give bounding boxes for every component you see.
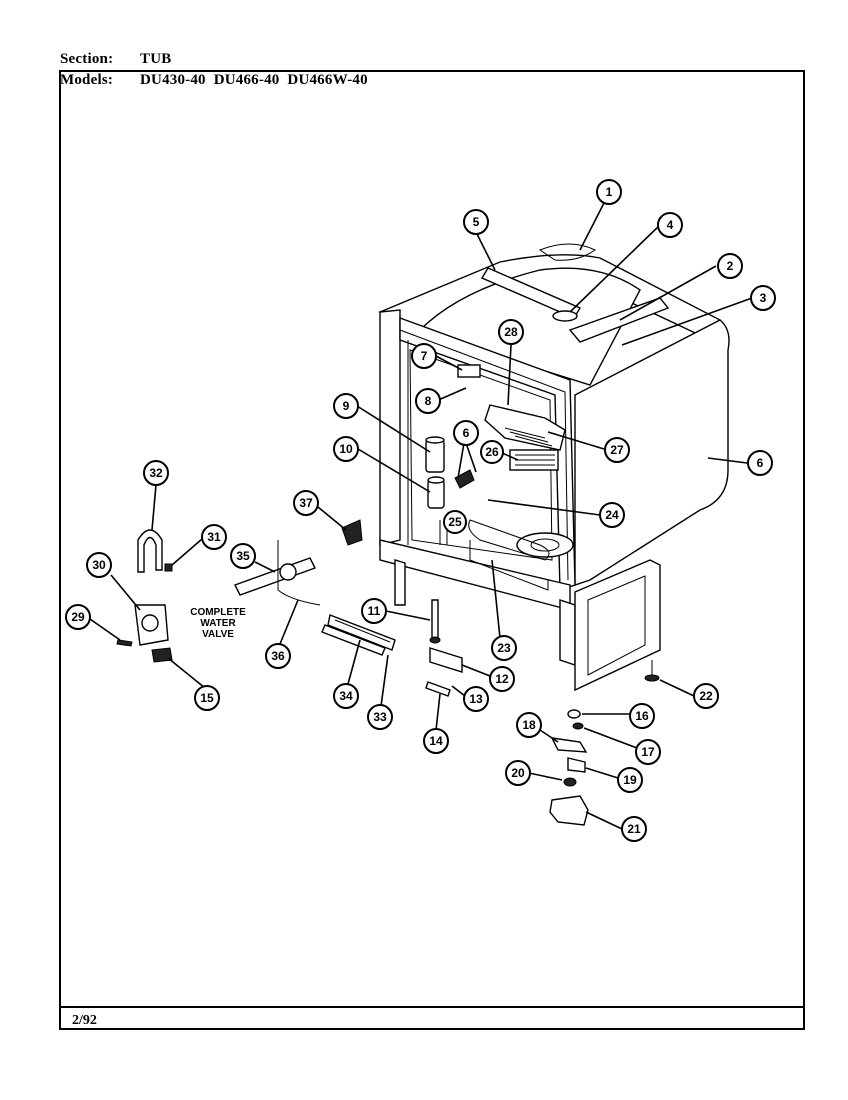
svg-text:23: 23 <box>497 641 511 655</box>
svg-text:3: 3 <box>760 291 767 305</box>
svg-text:33: 33 <box>373 710 387 724</box>
svg-text:37: 37 <box>299 496 313 510</box>
svg-text:5: 5 <box>473 215 480 229</box>
callout-6a: 6 <box>453 420 479 446</box>
callout-20: 20 <box>505 760 531 786</box>
annotation-line-1: COMPLETE <box>190 607 246 618</box>
callout-19: 19 <box>617 767 643 793</box>
callout-4: 4 <box>657 212 683 238</box>
svg-text:4: 4 <box>667 218 674 232</box>
svg-text:10: 10 <box>339 442 353 456</box>
callout-36: 36 <box>265 643 291 669</box>
svg-text:8: 8 <box>425 394 432 408</box>
svg-text:11: 11 <box>368 604 381 618</box>
callout-1: 1 <box>596 179 622 205</box>
svg-text:7: 7 <box>421 349 428 363</box>
callout-3: 3 <box>750 285 776 311</box>
models-header: Models: DU430-40 DU466-40 DU466W-40 <box>60 72 560 92</box>
callout-13: 13 <box>463 686 489 712</box>
svg-text:18: 18 <box>522 718 536 732</box>
svg-text:24: 24 <box>605 508 619 522</box>
svg-text:32: 32 <box>149 466 163 480</box>
callout-8: 8 <box>415 388 441 414</box>
svg-text:28: 28 <box>504 325 518 339</box>
svg-text:16: 16 <box>635 709 649 723</box>
callout-32: 32 <box>143 460 169 486</box>
annotation-line-2: WATER <box>200 618 236 629</box>
callout-25: 25 <box>443 510 467 534</box>
callout-27: 27 <box>604 437 630 463</box>
callout-37: 37 <box>293 490 319 516</box>
callout-6b: 6 <box>747 450 773 476</box>
svg-text:13: 13 <box>469 692 483 706</box>
svg-text:1: 1 <box>606 185 613 199</box>
annotation-line-3: VALVE <box>202 629 234 640</box>
callout-7: 7 <box>411 343 437 369</box>
svg-text:36: 36 <box>271 649 285 663</box>
svg-text:31: 31 <box>207 530 221 544</box>
callout-11: 11 <box>361 598 387 624</box>
revision-date: 2/92 <box>72 1013 97 1028</box>
svg-text:14: 14 <box>429 734 443 748</box>
callout-24: 24 <box>599 502 625 528</box>
footer-divider <box>59 1006 805 1008</box>
callout-35: 35 <box>230 543 256 569</box>
callout-31: 31 <box>201 524 227 550</box>
svg-text:15: 15 <box>200 691 214 705</box>
svg-text:9: 9 <box>343 399 350 413</box>
section-header: Section: TUB <box>60 51 360 71</box>
callout-34: 34 <box>333 683 359 709</box>
leader-lines <box>89 202 753 830</box>
svg-text:2: 2 <box>727 259 734 273</box>
callout-5: 5 <box>463 209 489 235</box>
callout-29: 29 <box>65 604 91 630</box>
svg-text:30: 30 <box>92 558 106 572</box>
svg-text:20: 20 <box>511 766 525 780</box>
models-value: DU430-40 DU466-40 DU466W-40 <box>140 72 368 88</box>
callout-16: 16 <box>629 703 655 729</box>
svg-text:27: 27 <box>610 443 624 457</box>
callout-30: 30 <box>86 552 112 578</box>
callout-26: 26 <box>480 440 504 464</box>
callout-10: 10 <box>333 436 359 462</box>
svg-text:19: 19 <box>623 773 637 787</box>
diagram-frame <box>59 70 805 1030</box>
svg-text:22: 22 <box>699 689 713 703</box>
callout-15: 15 <box>194 685 220 711</box>
callout-33: 33 <box>367 704 393 730</box>
section-value: TUB <box>140 51 172 67</box>
svg-text:35: 35 <box>236 549 250 563</box>
svg-text:6: 6 <box>757 456 764 470</box>
callout-22: 22 <box>693 683 719 709</box>
section-label: Section: <box>60 51 114 67</box>
callout-2: 2 <box>717 253 743 279</box>
svg-text:6: 6 <box>463 426 470 440</box>
svg-text:29: 29 <box>71 610 85 624</box>
callout-12: 12 <box>489 666 515 692</box>
parts-group <box>116 436 660 826</box>
svg-text:17: 17 <box>641 745 655 759</box>
callout-9: 9 <box>333 393 359 419</box>
callout-21: 21 <box>621 816 647 842</box>
callout-18: 18 <box>516 712 542 738</box>
svg-text:12: 12 <box>495 672 509 686</box>
callout-28: 28 <box>498 319 524 345</box>
callout-14: 14 <box>423 728 449 754</box>
models-label: Models: <box>60 72 114 88</box>
callout-23: 23 <box>491 635 517 661</box>
callout-17: 17 <box>635 739 661 765</box>
svg-text:34: 34 <box>339 689 353 703</box>
svg-text:25: 25 <box>448 515 462 529</box>
svg-text:26: 26 <box>485 445 499 459</box>
svg-text:21: 21 <box>627 822 641 836</box>
